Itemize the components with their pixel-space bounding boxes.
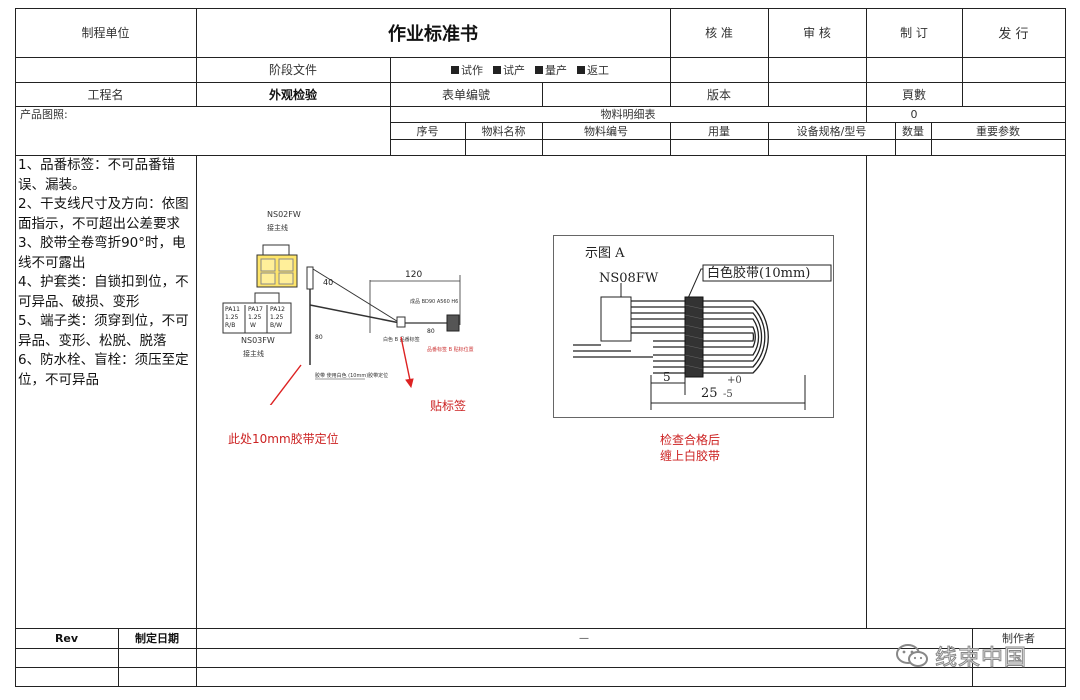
review-label: 审 核 (803, 26, 831, 40)
conn-top-sub: 接主线 (267, 223, 288, 232)
check-note-2: 缠上白胶带 (659, 449, 720, 463)
dim-5: 5 (663, 370, 671, 384)
conn-bottom-sub: 接主线 (243, 349, 264, 358)
watermark-text: 线束中国 (934, 646, 1028, 672)
version-label: 版本 (706, 87, 731, 102)
main-wire (309, 304, 401, 324)
tol-minus: -5 (723, 389, 733, 400)
tape-note: 胶带 使用白色 (10mm)胶带定位 (315, 372, 388, 379)
col-material-no: 物料编号 (584, 124, 628, 138)
part-label: NS08FW (599, 271, 659, 286)
col-material-name: 物料名称 (481, 124, 526, 138)
col-qty: 数量 (902, 124, 924, 138)
rev-label: Rev (54, 631, 79, 645)
svg-text:PA17: PA17 (248, 306, 263, 313)
dim-40: 40 (323, 278, 333, 287)
revise-label: 制 订 (900, 26, 928, 40)
instruction-item: 5、端子类：须穿到位，不可异品、变形、松脱、脱落 (18, 313, 189, 349)
form-no-label: 表单编號 (441, 87, 490, 102)
connector-body (600, 296, 632, 342)
wechat-icon (896, 644, 928, 667)
conn-bottom-body (222, 302, 292, 334)
instruction-item: 2、干支线尺寸及方向：依图面指示，不可超出公差要求 (18, 196, 189, 232)
sticker-note: 贴标签 (430, 399, 467, 413)
small-note-1: 成品 BD90 A560 H6 (410, 298, 458, 305)
instruction-item: 6、防水栓、盲栓：须压至定位，不可异品 (18, 352, 189, 388)
materials-count: 0 (910, 107, 918, 121)
col-usage: 用量 (708, 124, 730, 138)
dim-80-left: 80 (315, 334, 323, 341)
col-equipment: 设备规格/型号 (796, 124, 867, 138)
stage-options: 试作 试产 量产 返工 (390, 57, 670, 82)
product-image-label: 产品图照: (20, 108, 68, 121)
stage-pilot-checkbox[interactable]: 试产 (493, 62, 525, 78)
terminal-end (446, 314, 460, 332)
dim-25: 25 (701, 386, 718, 401)
svg-text:R/B: R/B (225, 322, 235, 329)
watermark: 线束中国 (895, 640, 1027, 672)
instruction-item: 1、品番标签：不可品番错误、漏装。 (18, 157, 176, 193)
footer-dash: — (579, 632, 589, 644)
svg-text:PA11: PA11 (225, 306, 240, 313)
stage-doc-label: 阶段文件 (268, 63, 317, 77)
col-key-params: 重要参数 (976, 124, 1020, 138)
approve-label: 核 准 (705, 26, 733, 40)
project-name-value: 外观检验 (268, 87, 317, 102)
inspection-instructions: 1、品番标签：不可品番错误、漏装。 2、干支线尺寸及方向：依图面指示，不可超出公… (18, 156, 196, 390)
materials-title: 物料明细表 (600, 108, 656, 121)
doc-title: 作业标准书 (388, 23, 478, 45)
conn-top-label: NS02FW (267, 210, 301, 219)
svg-text:1.25: 1.25 (248, 314, 262, 321)
check-note-1: 检查合格后 (659, 433, 720, 447)
process-unit-label: 制程单位 (81, 26, 130, 40)
tape-position-note: 此处10mm胶带定位 (228, 432, 339, 446)
instruction-item: 3、胶带全卷弯折90°时，电线不可露出 (18, 235, 186, 271)
stage-trial-checkbox[interactable]: 试作 (451, 62, 483, 78)
tol-plus: +0 (727, 375, 742, 386)
pages-label: 頁數 (901, 87, 926, 102)
instruction-item: 4、护套类：自锁扣到位，不可异品、破损、变形 (18, 274, 189, 310)
tape-detail-diagram: 示图 A NS08FW 白色胶带(10mm) (553, 235, 834, 418)
conn-top-latch (262, 244, 290, 256)
svg-text:PA12: PA12 (270, 306, 285, 313)
maker-label: 制作者 (1002, 632, 1035, 645)
stage-rework-checkbox[interactable]: 返工 (577, 62, 609, 78)
figure-a-title: 示图 A (585, 246, 625, 261)
conn-bottom-label: NS03FW (241, 336, 275, 345)
issue-label: 发 行 (998, 27, 1029, 42)
date-label: 制定日期 (135, 632, 179, 645)
small-note-2: 品番标签 B 贴标位置 (427, 346, 474, 353)
branch-wire (312, 268, 401, 324)
col-seq: 序号 (416, 124, 439, 138)
dim-80-right: 80 (427, 328, 435, 335)
label-box (396, 316, 406, 328)
dim-120: 120 (405, 270, 422, 280)
project-name-label: 工程名 (87, 87, 124, 102)
stage-mass-checkbox[interactable]: 量产 (535, 62, 567, 78)
svg-text:B/W: B/W (270, 322, 282, 329)
svg-text:1.25: 1.25 (225, 314, 239, 321)
tape-label: 白色胶带(10mm) (707, 265, 810, 281)
svg-text:1.25: 1.25 (270, 314, 284, 321)
svg-text:W: W (250, 322, 256, 329)
